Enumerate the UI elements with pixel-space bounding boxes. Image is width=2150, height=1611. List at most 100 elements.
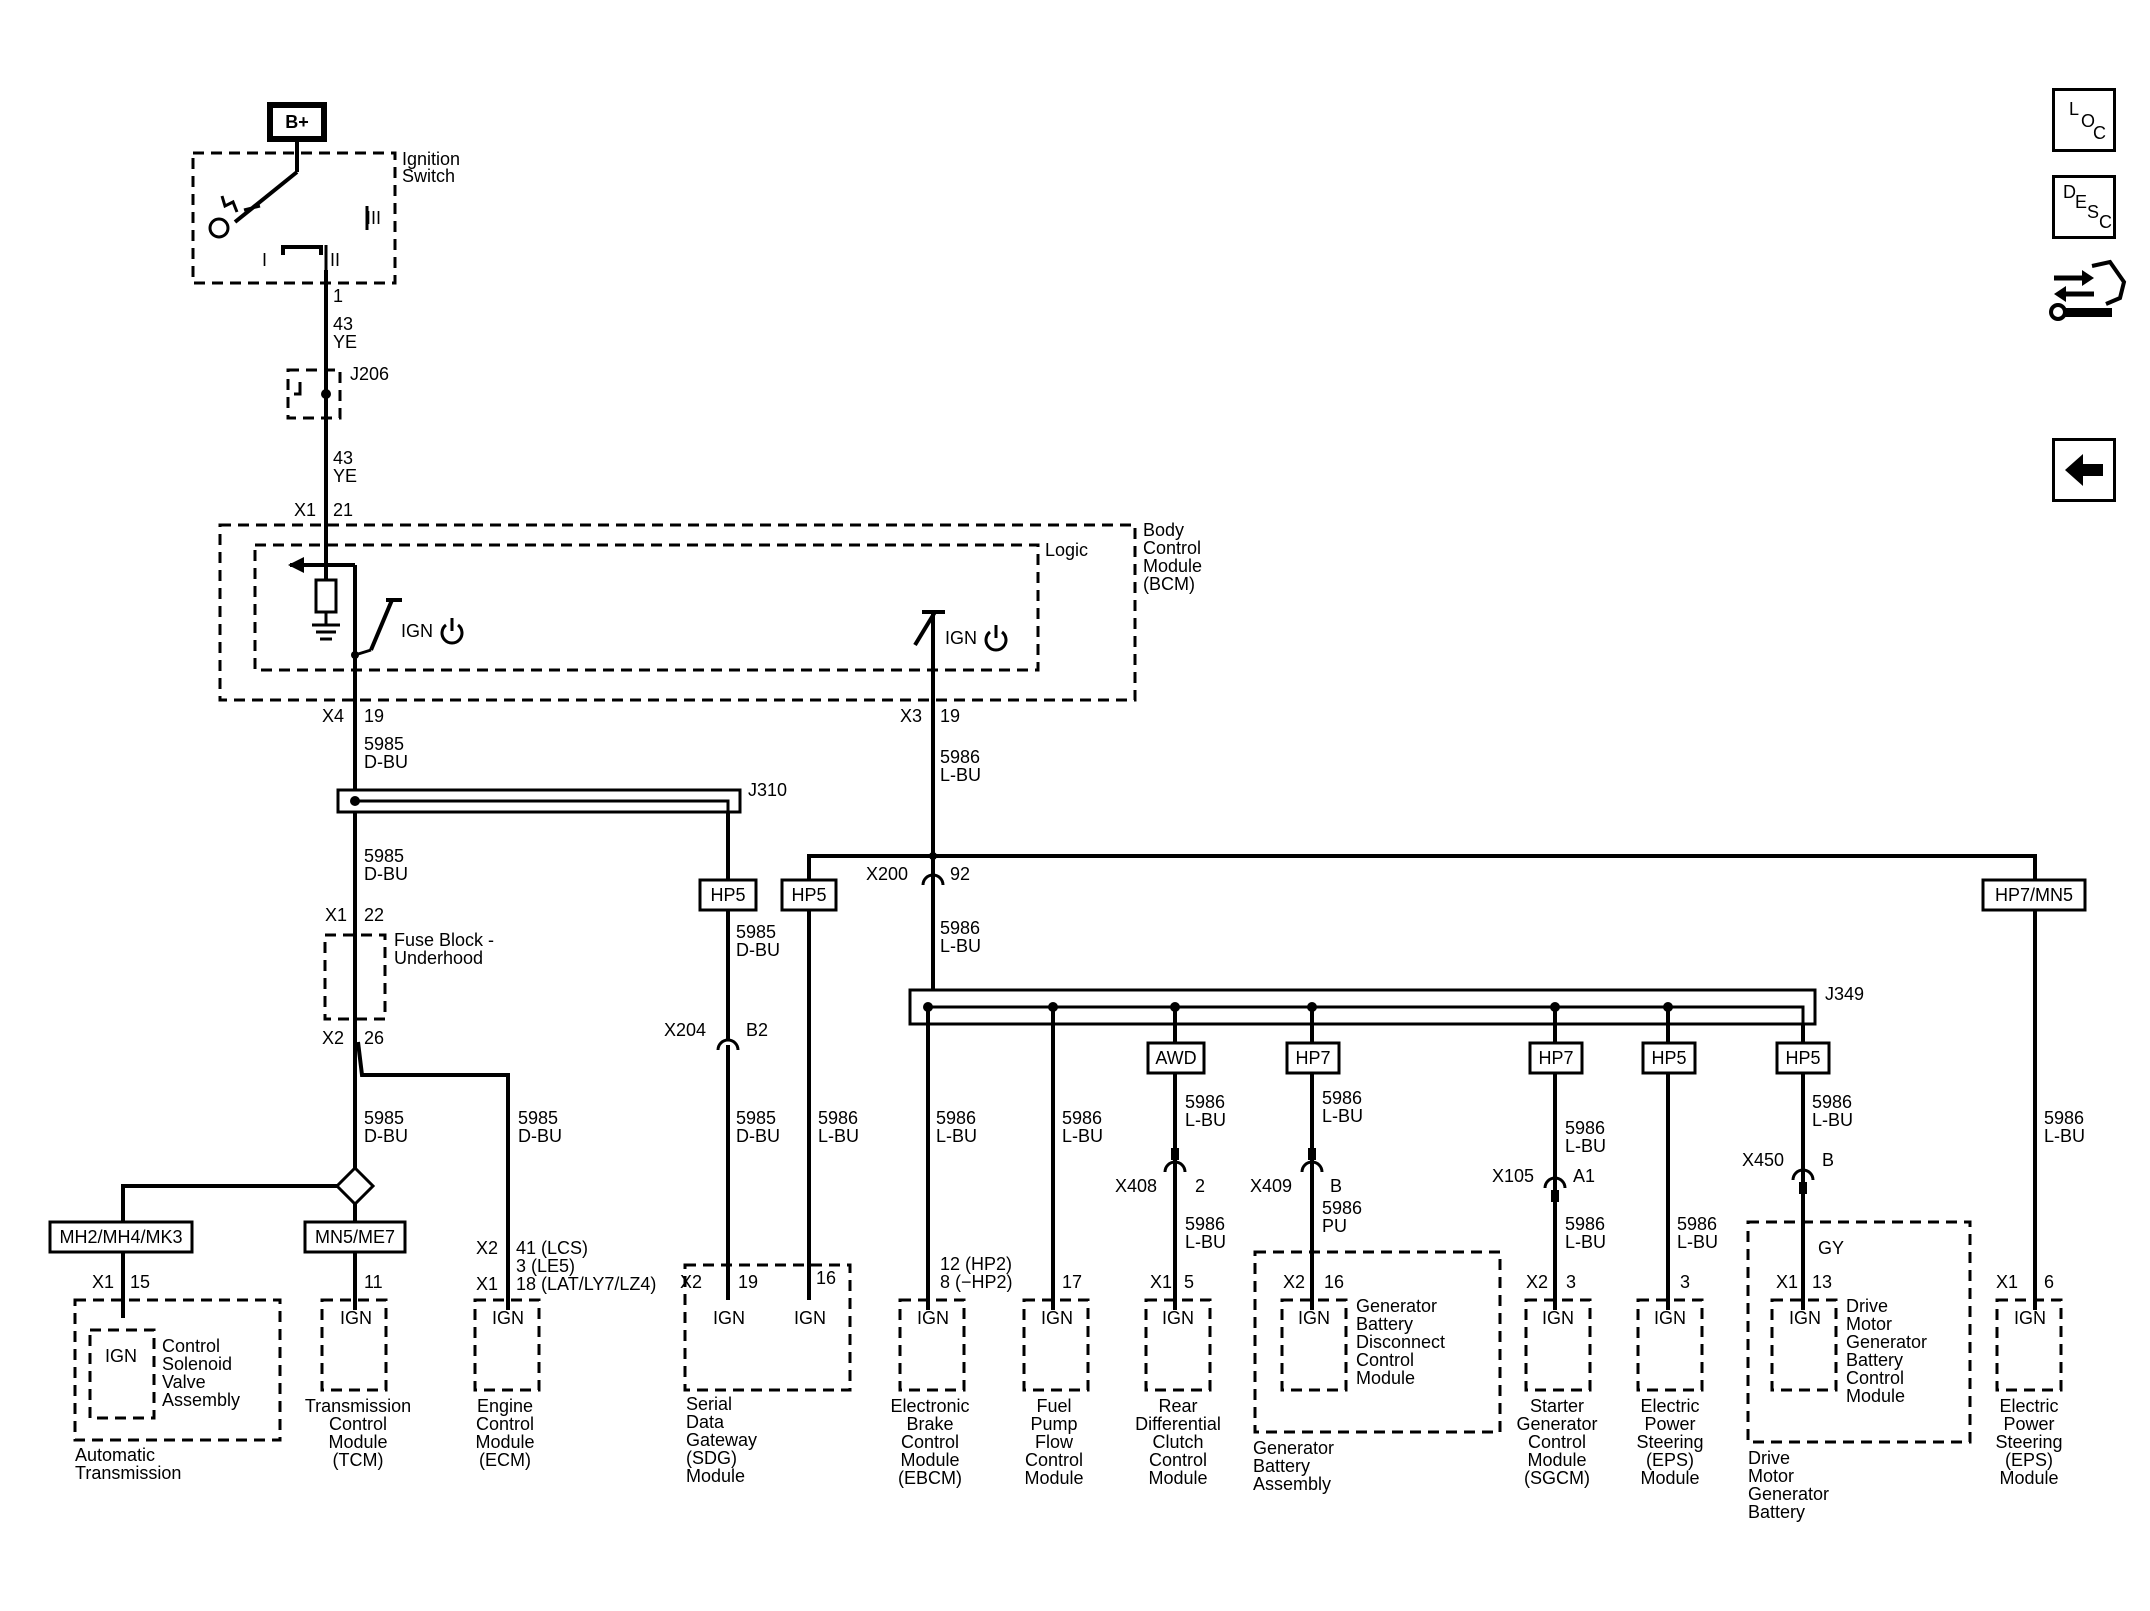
wire-5986-label-11: 5986	[1565, 1118, 1605, 1138]
location-button[interactable]: L O C	[2052, 88, 2116, 152]
rear-diff-module-outline	[1144, 1298, 1212, 1392]
wire-gy-label: GY	[1818, 1238, 1844, 1258]
desc-letter-c: C	[2099, 212, 2112, 232]
wire-lbu-label-14: L-BU	[1812, 1110, 1853, 1130]
wire-43-label-2: 43	[333, 448, 353, 468]
option-box-hp7mn5	[1981, 878, 2087, 912]
svg-text:Data: Data	[686, 1412, 725, 1432]
svg-text:Starter: Starter	[1530, 1396, 1584, 1416]
wire-lbu-label-5: L-BU	[936, 1126, 977, 1146]
svg-text:Module: Module	[686, 1466, 745, 1486]
connector-b-label: B	[1330, 1176, 1342, 1196]
wire-lbu-label-9: L-BU	[1322, 1106, 1363, 1126]
ign-label: IGN	[917, 1308, 949, 1328]
dmgbcm-outline	[1770, 1298, 1838, 1392]
bcm-logic-outline	[253, 543, 1040, 672]
svg-text:Fuel: Fuel	[1036, 1396, 1071, 1416]
svg-text:Electric: Electric	[1640, 1396, 1699, 1416]
eps-module-2-outline	[1995, 1298, 2063, 1392]
svg-text:Battery: Battery	[1846, 1350, 1903, 1370]
connector-92-label: 92	[950, 864, 970, 884]
option-hp5-label-4: HP5	[1785, 1048, 1820, 1068]
pin-21-label: 21	[333, 500, 353, 520]
wire-dbu-label-2: D-BU	[364, 864, 408, 884]
option-splice-diamond	[334, 1165, 376, 1207]
bcm-logic-label: Logic	[1045, 540, 1088, 560]
desc-letter-e: E	[2075, 192, 2088, 212]
drive-motor-generator-battery-outline	[1746, 1220, 1972, 1444]
sgcm-outline	[1524, 1298, 1592, 1392]
wire-lbu-label-3: L-BU	[818, 1126, 859, 1146]
ign-label: IGN	[1041, 1308, 1073, 1328]
svg-text:Battery: Battery	[1748, 1502, 1805, 1522]
back-button[interactable]	[2052, 438, 2116, 502]
pin-1-label: 1	[333, 286, 343, 306]
svg-text:(SDG): (SDG)	[686, 1448, 737, 1468]
svg-text:Power: Power	[2003, 1414, 2054, 1434]
svg-text:Body: Body	[1143, 520, 1184, 540]
svg-text:(EPS): (EPS)	[1646, 1450, 1694, 1470]
pin-19-label: 19	[364, 706, 384, 726]
wire-5986-label-3: 5986	[818, 1108, 858, 1128]
svg-text:Module: Module	[1148, 1468, 1207, 1488]
wire-5986-label: 5986	[940, 747, 980, 767]
wire-5985-label-3: 5985	[364, 1108, 404, 1128]
wire-lbu-label-12: L-BU	[1565, 1232, 1606, 1252]
svg-text:Control: Control	[1025, 1450, 1083, 1470]
svg-text:Gateway: Gateway	[686, 1430, 757, 1450]
pin-x2-label-sgcm: X2	[1526, 1272, 1548, 1292]
ignition-position-2: II	[330, 250, 340, 270]
connector-tool-icon[interactable]	[2048, 258, 2128, 328]
wire-5985-label-2: 5985	[364, 846, 404, 866]
svg-text:Clutch: Clutch	[1152, 1432, 1203, 1452]
svg-text:Drive: Drive	[1748, 1448, 1790, 1468]
ebcm-pin-a-label: 12 (HP2)	[940, 1254, 1012, 1274]
svg-text:Generator: Generator	[1356, 1296, 1437, 1316]
svg-text:Module: Module	[1024, 1468, 1083, 1488]
ign-label: IGN	[105, 1346, 137, 1366]
svg-text:Generator: Generator	[1516, 1414, 1597, 1434]
wire-lbu-label-7: L-BU	[1185, 1110, 1226, 1130]
wire-lbu-label-4: L-BU	[2044, 1126, 2085, 1146]
option-box-hp7-gba	[1285, 1041, 1341, 1075]
svg-text:Motor: Motor	[1748, 1466, 1794, 1486]
svg-text:Flow: Flow	[1035, 1432, 1074, 1452]
ignition-switch-label: Ignition Switch	[402, 149, 460, 186]
wire-lbu-label-6: L-BU	[1062, 1126, 1103, 1146]
pin-19-label-2: 19	[940, 706, 960, 726]
connector-x408-label: X408	[1115, 1176, 1157, 1196]
connector-x204-label: X204	[664, 1020, 706, 1040]
wire-lbu-label: L-BU	[940, 765, 981, 785]
ignition-position-3: III	[366, 208, 381, 228]
svg-text:Module: Module	[1527, 1450, 1586, 1470]
ecm-label: Engine Control Module (ECM)	[475, 1396, 534, 1470]
description-button[interactable]: D E S C	[2052, 175, 2116, 239]
pin-11-label: 11	[364, 1272, 383, 1292]
pin-x1-label-dmgb: X1	[1776, 1272, 1798, 1292]
wire-5986-label-13: 5986	[1677, 1214, 1717, 1234]
ign-label: IGN	[492, 1308, 524, 1328]
svg-text:Solenoid: Solenoid	[162, 1354, 232, 1374]
svg-text:(EBCM): (EBCM)	[898, 1468, 962, 1488]
connector-x2-label: X2	[322, 1028, 344, 1048]
dmgbcm-label: Drive Motor Generator Battery Control Mo…	[1846, 1296, 1927, 1406]
svg-text:Module: Module	[1356, 1368, 1415, 1388]
option-mn5-label: MN5/ME7	[315, 1227, 395, 1247]
tcm-outline	[320, 1298, 388, 1392]
bcm-name-label: Body Control Module (BCM)	[1143, 520, 1202, 594]
svg-text:Underhood: Underhood	[394, 948, 483, 968]
wire-ye-label: YE	[333, 332, 357, 352]
generator-battery-assembly-outline	[1253, 1250, 1502, 1434]
svg-text:Control: Control	[476, 1414, 534, 1434]
svg-text:Ignition: Ignition	[402, 149, 460, 169]
svg-text:(BCM): (BCM)	[1143, 574, 1195, 594]
connector-x1-label-2: X1	[325, 905, 347, 925]
fuel-pump-module-label: Fuel Pump Flow Control Module	[1024, 1396, 1083, 1488]
wire-5986-label-7: 5986	[1185, 1092, 1225, 1112]
svg-text:Valve: Valve	[162, 1372, 206, 1392]
svg-text:Battery: Battery	[1356, 1314, 1413, 1334]
svg-text:Serial: Serial	[686, 1394, 732, 1414]
svg-text:Transmission: Transmission	[305, 1396, 411, 1416]
svg-text:(EPS): (EPS)	[2005, 1450, 2053, 1470]
wire-43-label: 43	[333, 314, 353, 334]
